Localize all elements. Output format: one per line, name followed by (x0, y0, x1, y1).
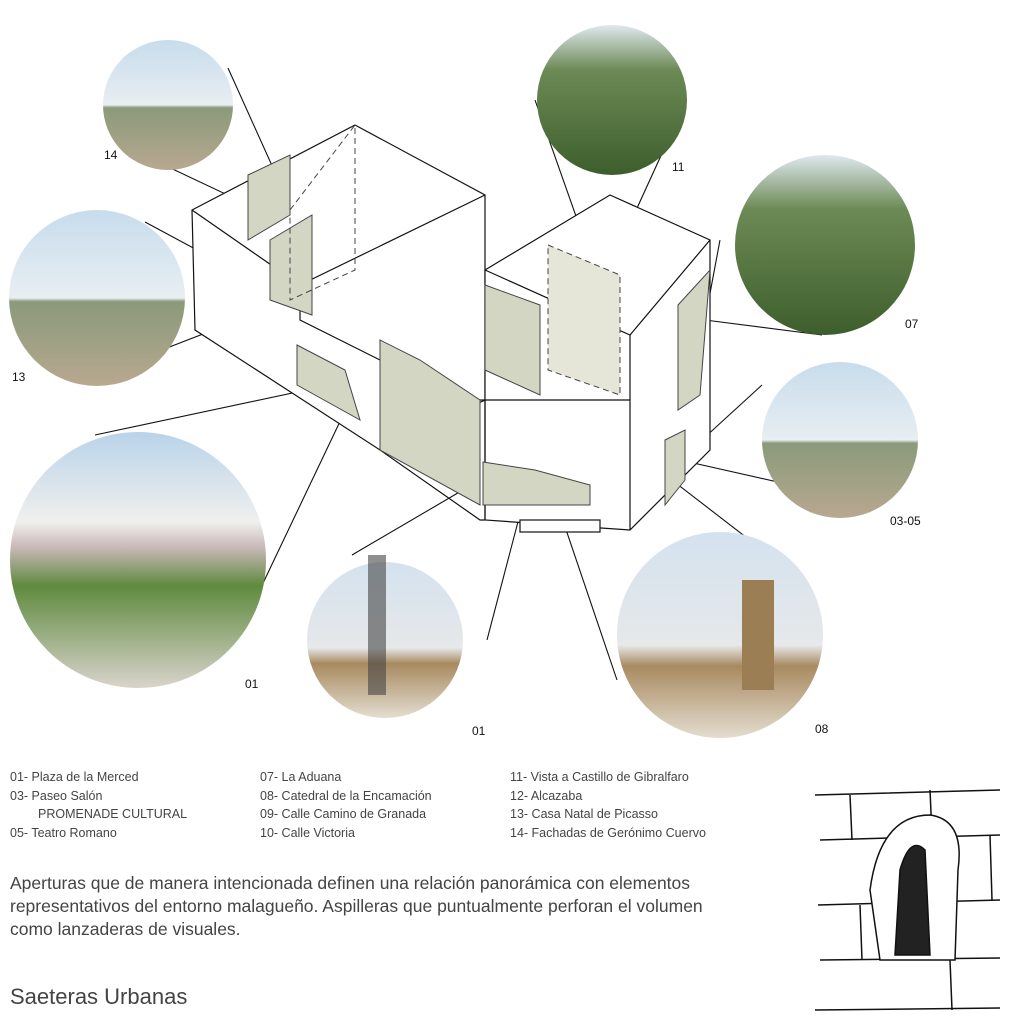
legend-item: 05- Teatro Romano (10, 825, 117, 840)
photo-14-fachadas (103, 40, 233, 170)
legend-column-2: 07- La Aduana 08- Catedral de la Encamac… (260, 768, 432, 842)
legend-item: 14- Fachadas de Gerónimo Cuervo (510, 825, 706, 840)
photo-label-03-05: 03-05 (890, 514, 921, 528)
photo-03-05-teatro (762, 362, 918, 518)
photo-label-11: 11 (672, 160, 685, 174)
photo-label-01-plaza: 01 (245, 677, 259, 691)
photo-label-08: 08 (815, 722, 829, 736)
photo-13-casa-picasso (9, 210, 185, 386)
legend-item: 09- Calle Camino de Granada (260, 807, 427, 821)
photo-01-plaza-merced (10, 432, 266, 688)
legend-item: 07- La Aduana (260, 770, 342, 784)
photo-label-13: 13 (12, 370, 26, 384)
legend-item: 13- Casa Natal de Picasso (510, 807, 658, 821)
photo-11-gibralfaro (537, 25, 687, 175)
legend-item: 10- Calle Victoria (260, 825, 355, 840)
photo-07-aduana (735, 155, 915, 335)
legend-item: 12- Alcazaba (510, 788, 583, 803)
photo-08-catedral (617, 532, 823, 738)
description-text: Aperturas que de manera intencionada def… (10, 873, 703, 939)
legend-item: 01- Plaza de la Merced (10, 770, 139, 784)
photo-label-14: 14 (104, 148, 118, 162)
legend-item: 03- Paseo Salón (10, 788, 103, 803)
photo-label-01-obelisco: 01 (472, 724, 486, 738)
page-title: Saeteras Urbanas (10, 984, 188, 1009)
legend-column-3: 11- Vista a Castillo de Gibralfaro 12- A… (510, 768, 706, 842)
legend-column-1: 01- Plaza de la Merced 03- Paseo Salón P… (10, 768, 187, 842)
legend-item: 11- Vista a Castillo de Gibralfaro (510, 770, 689, 784)
photo-circles (9, 25, 918, 738)
legend-item: 08- Catedral de la Encamación (260, 788, 432, 803)
legend-item: PROMENADE CULTURAL (38, 807, 188, 821)
photo-label-07: 07 (905, 317, 919, 331)
openings (247, 123, 711, 507)
